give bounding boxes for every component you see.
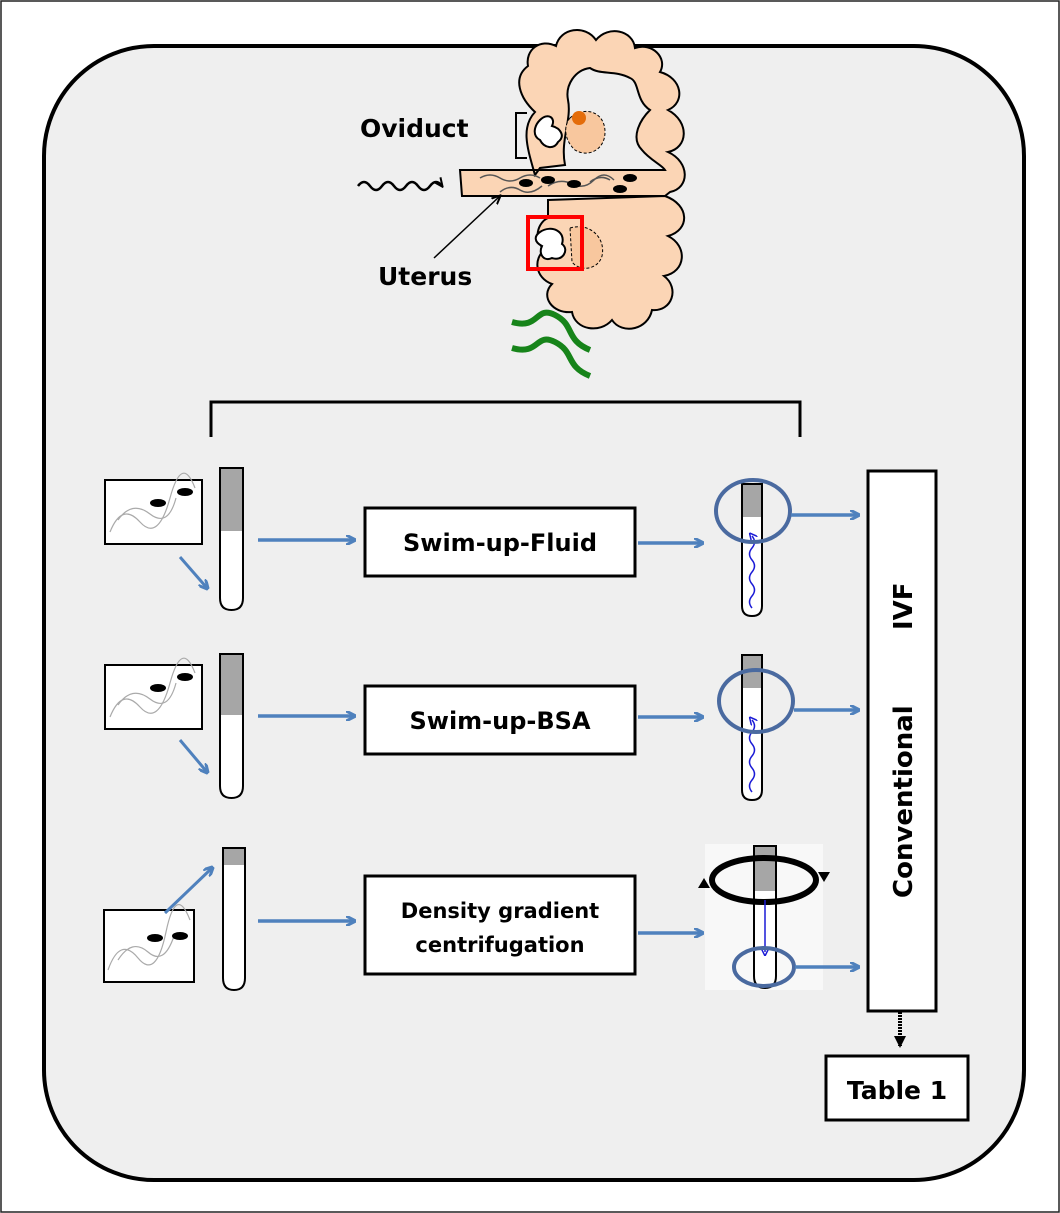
sperm-head <box>147 934 163 942</box>
oviduct-bracket <box>515 112 527 159</box>
sperm-tail <box>109 657 196 718</box>
method-label: Swim-up-Fluid <box>403 529 597 557</box>
row-swim-up-fluid: Swim-up-Fluid <box>104 467 858 618</box>
rotation-arrowhead <box>818 872 830 882</box>
sperm-tail <box>117 497 177 521</box>
sperm-head <box>150 499 166 507</box>
oviduct-fimbria <box>533 115 563 148</box>
method-box-swim-up-fluid <box>363 506 637 578</box>
tube-layer <box>221 655 242 715</box>
lower-fimbria <box>534 227 567 260</box>
oocyte <box>572 111 586 125</box>
method-box-swim-up-bsa <box>363 684 637 756</box>
collection-circle <box>717 668 795 734</box>
rotation-arrowhead <box>698 878 710 888</box>
sperm-in-uterus <box>479 174 615 193</box>
vertical-label-ivf: IVF <box>889 582 919 630</box>
result-tube <box>741 654 763 802</box>
test-tube <box>222 847 246 992</box>
wavy-entry-arrow <box>357 182 442 192</box>
label-uterus: Uterus <box>378 262 472 291</box>
sperm-head <box>177 673 193 681</box>
collection-circle <box>714 478 792 544</box>
uterus-illustration <box>357 29 686 379</box>
sperm-head <box>172 932 188 940</box>
uterus-pointer <box>433 196 500 259</box>
sperm-head <box>150 684 166 692</box>
method-label-line1: Density gradient <box>401 899 599 923</box>
tube-layer <box>743 485 761 517</box>
method-box-density-gradient <box>363 874 637 976</box>
break-mark-2 <box>511 336 592 379</box>
uterus-tissue <box>458 29 686 330</box>
tube-layer <box>224 849 244 865</box>
method-label-line2: centrifugation <box>415 933 584 957</box>
table-ref-box <box>824 1054 970 1122</box>
row-density-gradient: Density gradient centrifugation <box>103 844 858 992</box>
method-label: Swim-up-BSA <box>409 707 590 735</box>
sperm-head <box>177 488 193 496</box>
label-oviduct: Oviduct <box>360 114 469 143</box>
top-bracket <box>209 400 802 437</box>
tube-layer <box>221 469 242 531</box>
collection-circle <box>732 946 796 988</box>
rotation-arrow <box>709 855 819 905</box>
conventional-ivf-box <box>866 469 938 1013</box>
table-ref-label: Table 1 <box>847 1076 947 1105</box>
flow-arrow <box>163 868 212 915</box>
row-swim-up-bsa: Swim-up-BSA <box>104 653 858 802</box>
tube-layer <box>755 847 775 891</box>
lower-lobe <box>569 226 604 269</box>
semen-sample-box <box>103 909 195 983</box>
highlight-box <box>526 215 584 271</box>
break-mark-1 <box>511 309 592 353</box>
sperm-heads <box>519 174 637 193</box>
sperm-tail <box>117 682 177 706</box>
flow-arrow <box>178 556 207 588</box>
flow-arrow <box>178 739 207 772</box>
vertical-label-conventional: Conventional <box>889 705 919 898</box>
sperm-tail <box>107 903 191 971</box>
sperm-tail <box>109 472 196 533</box>
sperm-tail <box>117 935 175 961</box>
swim-trail <box>750 536 755 609</box>
